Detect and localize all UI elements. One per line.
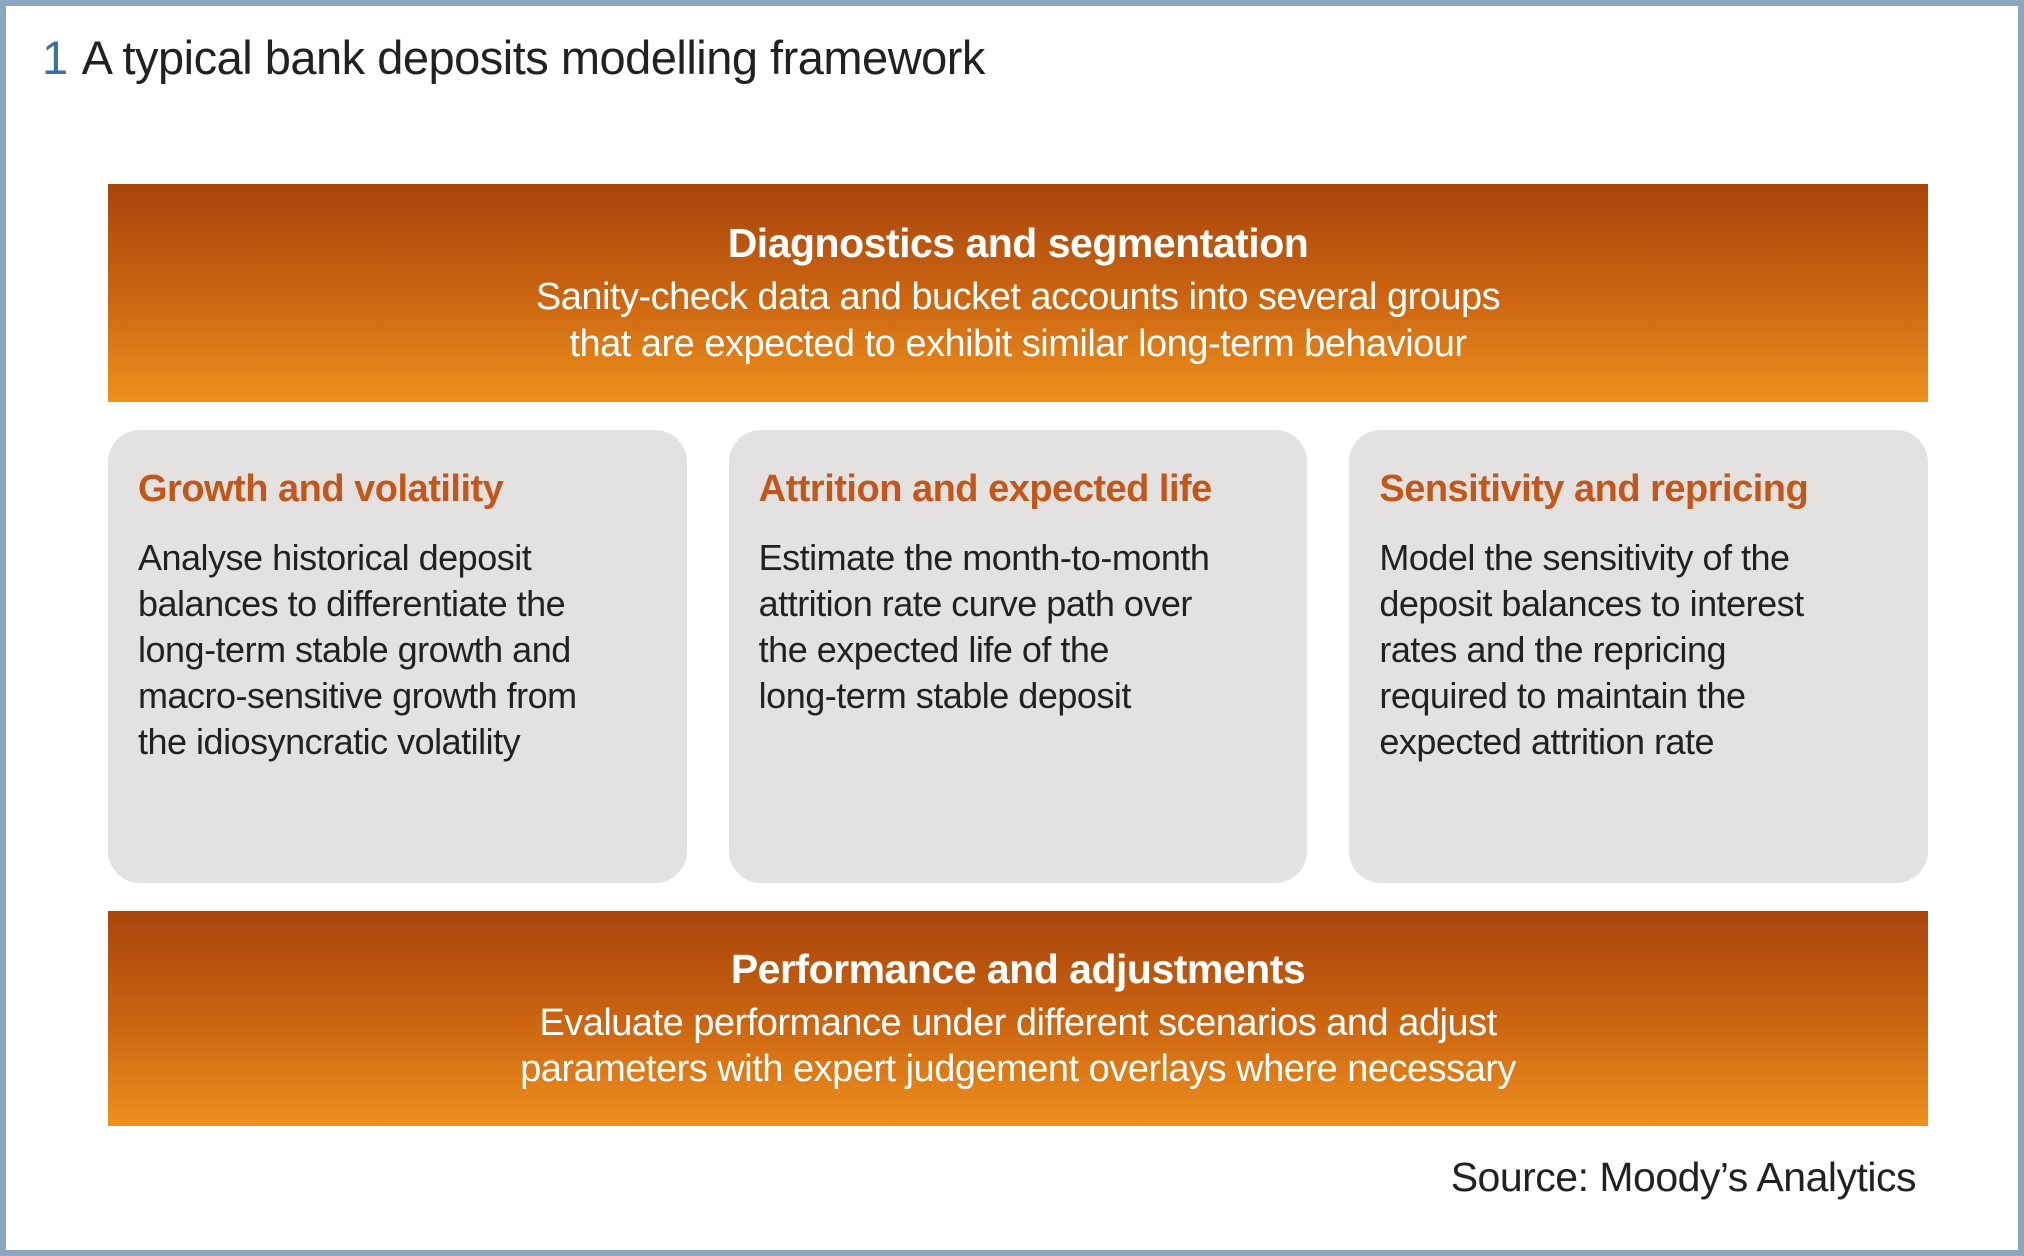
stage-banner-diagnostics: Diagnostics and segmentation Sanity-chec… (108, 184, 1928, 402)
stage-banner-title: Diagnostics and segmentation (727, 220, 1309, 267)
source-attribution: Source: Moody’s Analytics (1450, 1154, 1917, 1200)
figure-number: 1 (42, 31, 68, 84)
card-growth-and-volatility: Growth and volatility Analyse historical… (108, 430, 687, 883)
stage-banner-title: Performance and adjustments (730, 945, 1306, 992)
card-sensitivity-and-repricing: Sensitivity and repricing Model the sens… (1349, 430, 1929, 883)
stage-cards-row: Growth and volatility Analyse historical… (108, 430, 1929, 883)
card-body: Model the sensitivity of the deposit bal… (1379, 537, 1804, 763)
card-title: Attrition and expected life (758, 468, 1213, 510)
card-title: Sensitivity and repricing (1379, 468, 1809, 510)
stage-banner-description: Evaluate performance under different sce… (520, 1001, 1516, 1091)
card-body: Analyse historical deposit balances to d… (138, 537, 577, 763)
card-attrition-and-expected-life: Attrition and expected life Estimate the… (728, 430, 1308, 883)
card-body: Estimate the month-to-month attrition ra… (758, 537, 1210, 717)
stage-banner-description: Sanity-check data and bucket accounts in… (535, 276, 1501, 365)
card-title: Growth and volatility (138, 468, 504, 510)
figure-title-text: A typical bank deposits modelling framew… (81, 31, 986, 84)
stage-banner-performance: Performance and adjustments Evaluate per… (108, 911, 1928, 1126)
